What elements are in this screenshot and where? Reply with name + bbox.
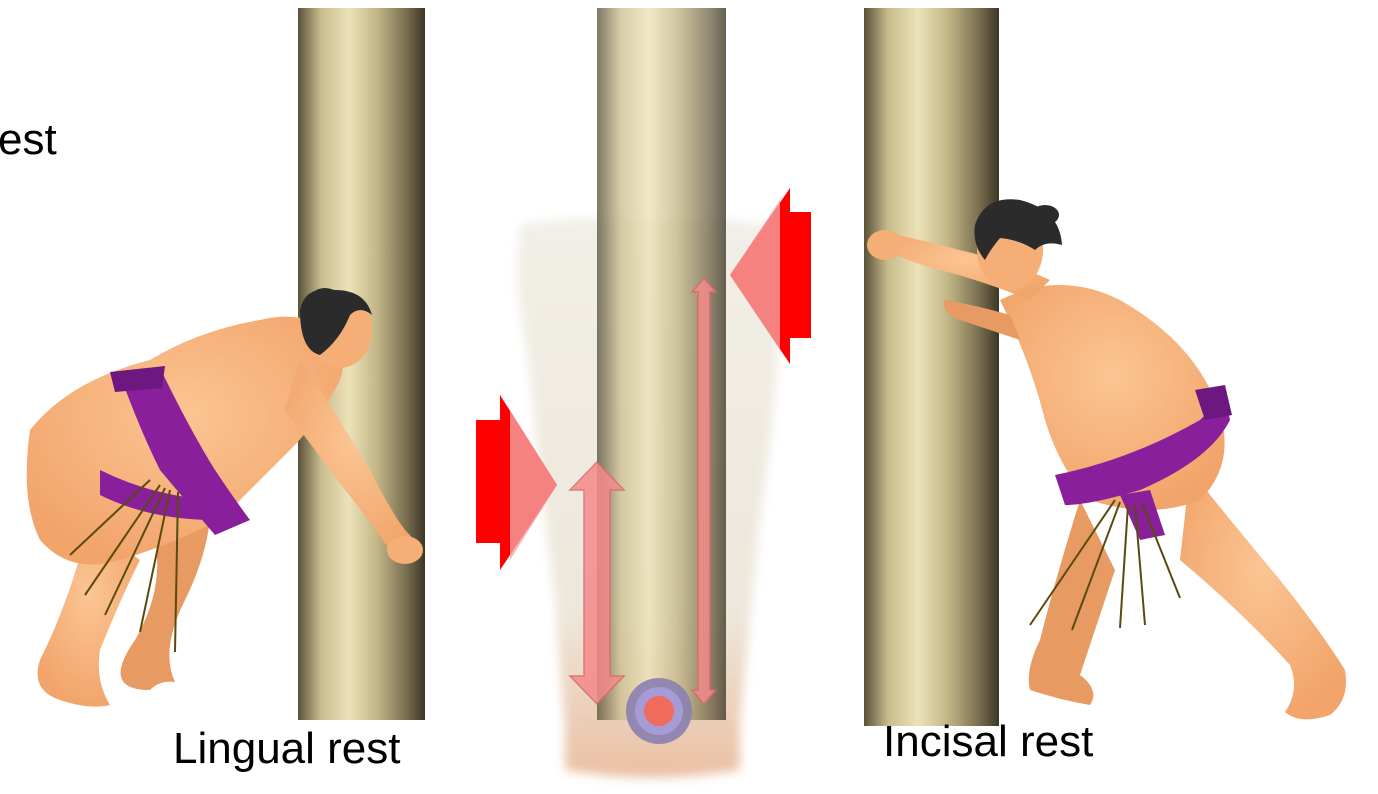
pillar-right <box>864 8 999 726</box>
incisal-rest-label: Incisal rest <box>883 720 1093 764</box>
rotation-center-icon <box>626 678 692 744</box>
title-fragment: est <box>0 118 57 162</box>
lingual-rest-label: Lingual rest <box>173 727 400 771</box>
